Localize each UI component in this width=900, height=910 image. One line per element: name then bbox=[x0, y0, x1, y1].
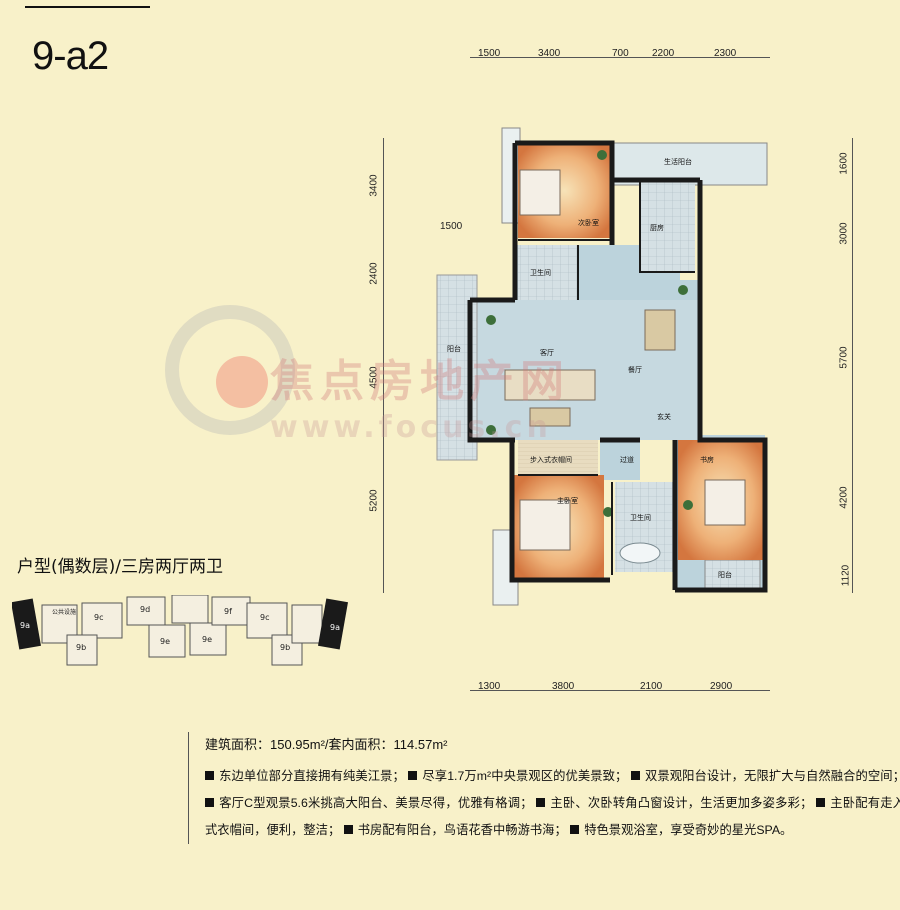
bullet-icon bbox=[816, 798, 826, 807]
plant-icon bbox=[603, 507, 613, 517]
bullet-icon bbox=[630, 771, 640, 780]
feature-item: 双景观阳台设计，无限扩大与自然融合的空间； bbox=[644, 769, 900, 783]
room-label-utility-balcony: 生活阳台 bbox=[664, 158, 692, 166]
bottom-dim-3: 2100 bbox=[640, 681, 663, 692]
left-dimension-line bbox=[383, 138, 384, 593]
left-sub-dim: 1500 bbox=[440, 221, 463, 232]
floor-plan bbox=[436, 127, 768, 606]
plant-icon bbox=[486, 425, 496, 435]
room-label-study-balcony: 阳台 bbox=[718, 571, 732, 579]
key-plan-unit: 9e bbox=[202, 635, 213, 644]
plant-icon bbox=[678, 285, 688, 295]
feature-item: 尽享1.7万m²中央景观区的优美景致； bbox=[422, 769, 628, 783]
study-desk bbox=[704, 479, 746, 526]
room-label-kitchen: 厨房 bbox=[650, 224, 664, 232]
key-plan-shapes bbox=[12, 595, 349, 666]
layout-title: 户型(偶数层)/三房两厅两卫 bbox=[17, 557, 223, 577]
bullet-icon bbox=[570, 825, 580, 834]
key-plan-unit: 9a bbox=[330, 623, 340, 632]
room-label-walkin-closet: 步入式衣帽间 bbox=[530, 456, 572, 464]
walls bbox=[467, 140, 768, 593]
watermark-text: 焦点房地产网 bbox=[270, 356, 570, 407]
room-label-master-bedroom: 主卧室 bbox=[557, 497, 578, 505]
room-label-dining-room: 餐厅 bbox=[628, 366, 642, 374]
right-dimension-line bbox=[852, 138, 853, 593]
bottom-dim-2: 3800 bbox=[552, 681, 575, 692]
top-dim-1: 1500 bbox=[478, 48, 501, 59]
unit-code: 9-a2 bbox=[32, 34, 109, 78]
key-plan-unit: 9a bbox=[20, 621, 30, 630]
feature-item: 特色景观浴室，享受奇妙的星光SPA。 bbox=[584, 823, 793, 837]
top-dim-2: 3400 bbox=[538, 48, 561, 59]
feature-description: 东边单位部分直接拥有纯美江景； 尽享1.7万m²中央景观区的优美景致； 双景观阳… bbox=[205, 763, 900, 844]
room-label-balcony: 阳台 bbox=[447, 345, 461, 353]
sofa bbox=[504, 369, 596, 401]
watermark-url: www.focus.cn bbox=[270, 410, 552, 445]
plant-icon bbox=[597, 150, 607, 160]
top-dim-3: 700 bbox=[612, 48, 629, 59]
key-plan-unit: 9e bbox=[160, 637, 171, 646]
bullet-icon bbox=[343, 825, 353, 834]
bottom-dim-4: 2900 bbox=[710, 681, 733, 692]
bottom-dimension-line bbox=[470, 690, 770, 691]
master-bed bbox=[519, 499, 571, 551]
bullet-icon bbox=[205, 771, 214, 780]
bathtub bbox=[619, 542, 661, 564]
plant-icon bbox=[683, 500, 693, 510]
key-plan-unit: 9b bbox=[76, 643, 87, 652]
plant-icon bbox=[486, 315, 496, 325]
feature-item: 书房配有阳台，鸟语花香中畅游书海； bbox=[357, 823, 567, 837]
bottom-dim-1: 1300 bbox=[478, 681, 501, 692]
inner-walls bbox=[518, 180, 695, 575]
top-dimension-line bbox=[470, 57, 770, 58]
room-label-bathroom: 卫生间 bbox=[530, 269, 551, 277]
coffee-table bbox=[529, 407, 571, 427]
bullet-icon bbox=[536, 798, 546, 807]
feature-item: 客厅C型观景5.6米挑高大阳台、美景尽得，优雅有格调； bbox=[219, 796, 533, 810]
walkin-closet-room bbox=[518, 440, 598, 475]
kitchen-room bbox=[640, 180, 695, 272]
key-plan-unit: 9d bbox=[140, 605, 151, 614]
dining-table bbox=[644, 309, 676, 351]
room-label-master-bath: 卫生间 bbox=[630, 514, 651, 522]
key-plan-unit: 9b bbox=[280, 643, 291, 652]
bathroom-room bbox=[518, 245, 578, 300]
building-key-plan: 9a 9c 9b 9d 9e 9e 9f 9c 9b 9a 公共设施 bbox=[12, 595, 352, 670]
key-plan-unit: 9f bbox=[224, 607, 232, 616]
bullet-icon bbox=[205, 798, 214, 807]
feature-item: 主卧配有走入式衣帽间，便利，整洁； bbox=[205, 796, 900, 837]
info-block: 建筑面积：150.95m²/套内面积：114.57m² 东边单位部分直接拥有纯美… bbox=[188, 732, 900, 844]
room-label-aisle: 过道 bbox=[620, 456, 634, 464]
top-dim-5: 2300 bbox=[714, 48, 737, 59]
bullet-icon bbox=[408, 771, 418, 780]
area-line: 建筑面积：150.95m²/套内面积：114.57m² bbox=[205, 737, 448, 752]
top-dim-4: 2200 bbox=[652, 48, 675, 59]
room-label-study: 书房 bbox=[700, 456, 714, 464]
room-label-living-room: 客厅 bbox=[540, 349, 554, 357]
feature-item: 东边单位部分直接拥有纯美江景； bbox=[219, 769, 405, 783]
room-label-second-bedroom: 次卧室 bbox=[578, 219, 599, 227]
study-balcony-area bbox=[704, 559, 761, 589]
key-plan-unit: 9c bbox=[260, 613, 270, 622]
feature-item: 主卧、次卧转角凸窗设计，生活更加多姿多彩； bbox=[550, 796, 813, 810]
top-rule bbox=[25, 6, 150, 8]
key-plan-unit: 9c bbox=[94, 613, 104, 622]
second-bedroom-bed bbox=[519, 169, 561, 216]
key-plan-tag: 公共设施 bbox=[52, 609, 77, 616]
room-label-entrance: 玄关 bbox=[657, 413, 671, 421]
